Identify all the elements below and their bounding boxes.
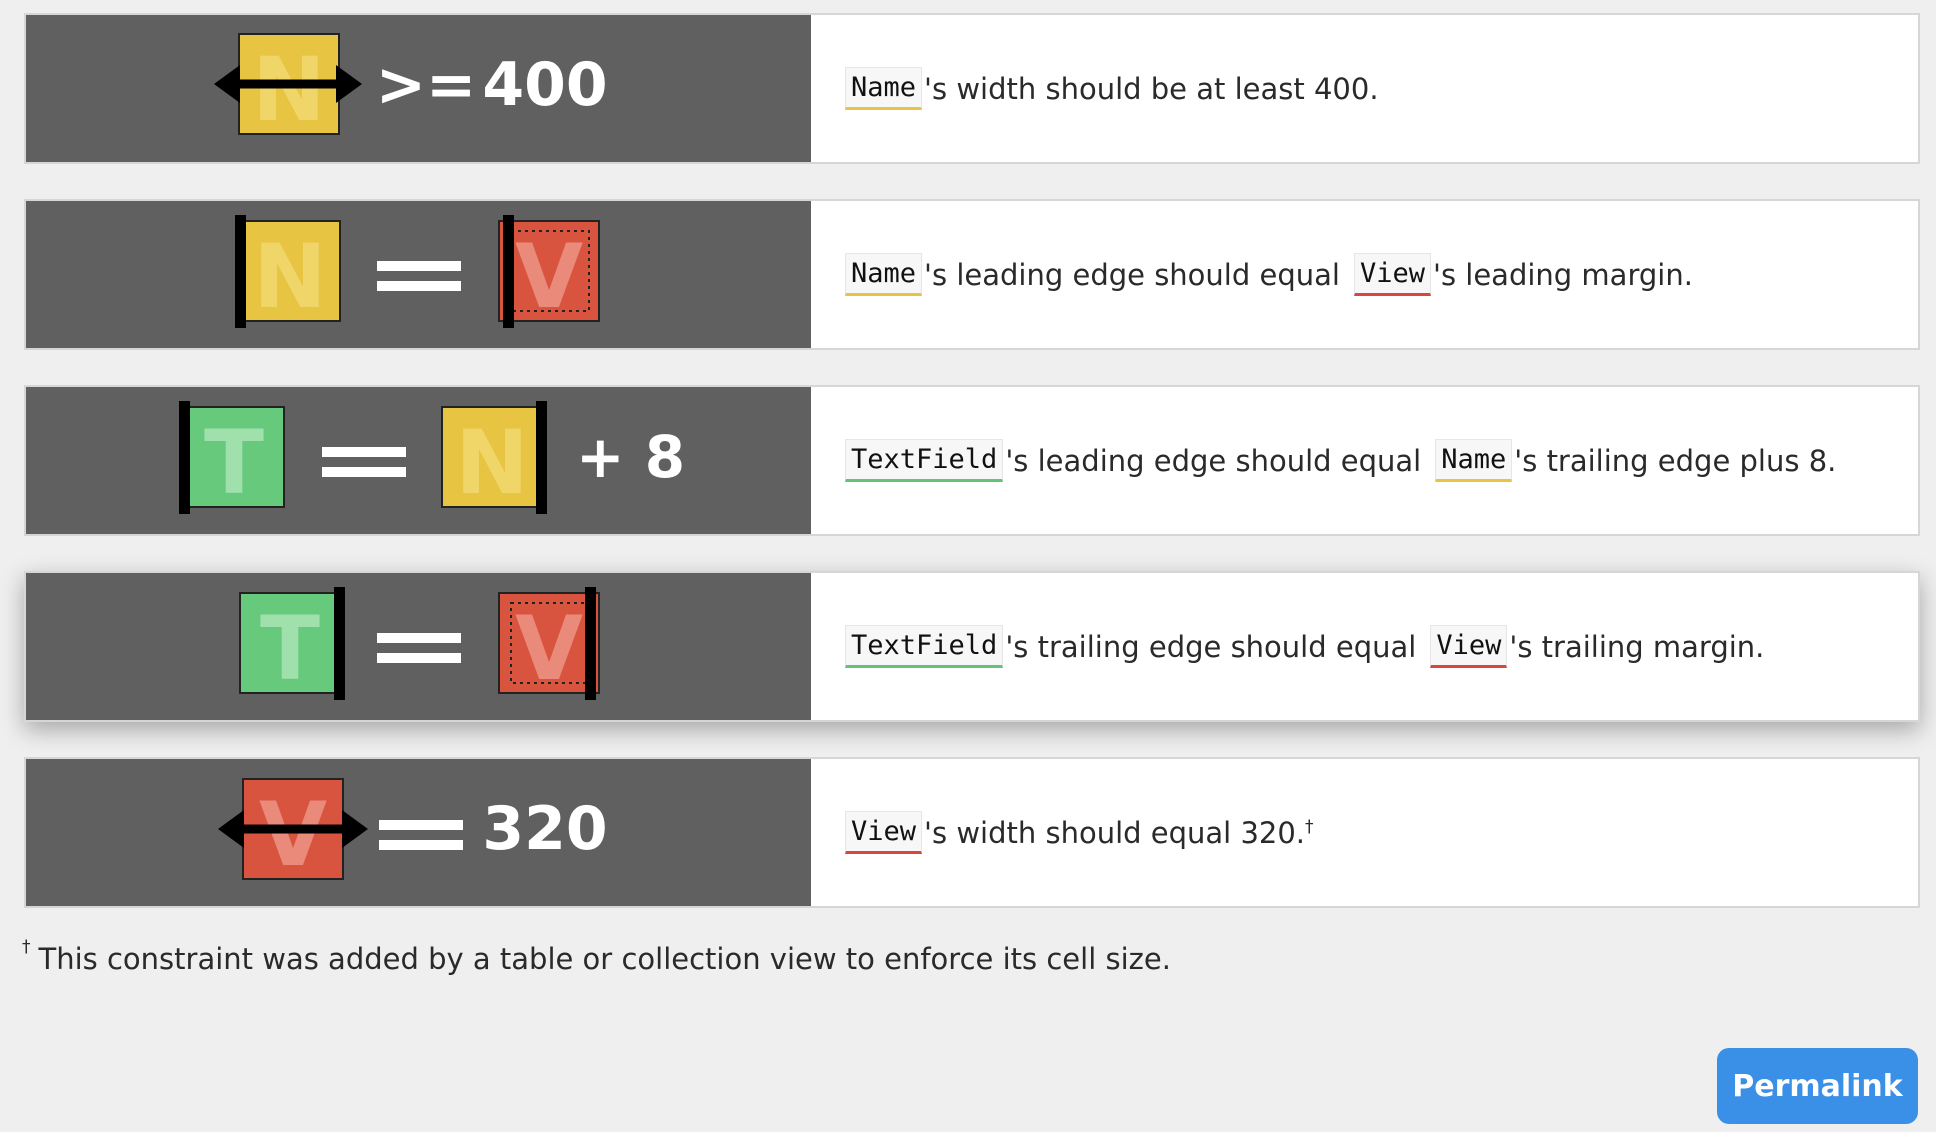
constraint-diagram: T == V <box>239 587 600 714</box>
footnote: † This constraint was added by a table or… <box>22 937 1171 976</box>
constraint-description: Name 's width should be at least 400. <box>811 15 1918 162</box>
leading-edge-marker <box>179 401 190 514</box>
constraint-visual: V == 320 <box>26 759 811 906</box>
constant-suffix: + 8 <box>576 423 685 491</box>
view-box <box>498 220 600 322</box>
margin-guide <box>510 602 590 684</box>
operator-label: == <box>420 898 422 900</box>
leading-edge-marker <box>235 215 246 328</box>
textfield-view-box <box>183 406 285 508</box>
operator-icon <box>377 633 461 663</box>
constraint-description: Name 's leading edge should equal View '… <box>811 201 1918 348</box>
description-text: 's width should be at least 400. <box>924 71 1379 106</box>
right-letter: V <box>515 225 583 328</box>
width-arrow-icon <box>218 810 368 848</box>
permalink-button[interactable]: Permalink <box>1717 1048 1918 1124</box>
constraint-diagram: T == N + 8 <box>179 401 685 528</box>
left-letter: T <box>204 411 264 514</box>
operator-icon <box>379 820 463 850</box>
left-letter: T <box>260 597 320 700</box>
trailing-edge-marker <box>334 587 345 700</box>
item-name-code: Name <box>845 67 923 110</box>
leading-margin-marker <box>503 215 514 328</box>
footnote-marker: † <box>1305 816 1314 837</box>
description-text: 's width should equal 320. <box>924 815 1306 850</box>
item-name-code: Name <box>845 253 923 296</box>
constant-value: 400 <box>482 50 607 120</box>
constraint-diagram: V == 320 <box>218 778 608 900</box>
constant-value: 320 <box>482 794 607 864</box>
right-letter: V <box>515 597 583 700</box>
constraint-visual: N == V <box>26 201 811 348</box>
constraint-row[interactable]: N >= 400 Name 's width should be at leas… <box>24 13 1920 164</box>
description-text: 's trailing edge should equal <box>1005 629 1417 664</box>
constraint-row[interactable]: V == 320 View 's width should equal 320.… <box>24 757 1920 908</box>
description-text: 's trailing edge plus 8. <box>1514 443 1837 478</box>
constraint-list: N >= 400 Name 's width should be at leas… <box>24 13 1920 943</box>
item-view-code: View <box>1430 625 1508 668</box>
view-box <box>498 592 600 694</box>
constraint-visual: T == N + 8 <box>26 387 811 534</box>
right-letter: N <box>455 411 529 514</box>
constraint-description: View 's width should equal 320.† <box>811 759 1918 906</box>
left-letter: N <box>252 38 326 141</box>
trailing-edge-marker <box>536 401 547 514</box>
description-text: 's leading margin. <box>1432 257 1693 292</box>
description-text: 's leading edge should equal <box>924 257 1340 292</box>
width-arrow-icon <box>214 65 362 103</box>
constraint-description: TextField 's leading edge should equal N… <box>811 387 1918 534</box>
constraint-visual: T == V <box>26 573 811 720</box>
footnote-text: This constraint was added by a table or … <box>38 942 1171 976</box>
operator-label: >= <box>376 50 477 120</box>
name-view-box <box>239 220 341 322</box>
footnote-dagger: † <box>22 937 31 958</box>
constraint-row[interactable]: N == V Name 's leading edge should equal… <box>24 199 1920 350</box>
constraint-diagram: N == V <box>235 215 600 342</box>
constraint-visual: N >= 400 <box>26 15 811 162</box>
operator-label: == <box>418 340 420 342</box>
operator-label: == <box>418 712 420 714</box>
operator-icon <box>322 447 406 477</box>
operator-label: == <box>363 526 365 528</box>
item-view-code: View <box>845 811 923 854</box>
left-letter: V <box>259 783 327 886</box>
item-name-code: Name <box>1435 439 1513 482</box>
left-letter: N <box>253 225 327 328</box>
description-text: 's trailing margin. <box>1509 629 1765 664</box>
description-text: 's leading edge should equal <box>1005 443 1422 478</box>
item-view-code: View <box>1353 253 1431 296</box>
item-textfield-code: TextField <box>845 439 1004 482</box>
item-textfield-code: TextField <box>845 625 1004 668</box>
constraint-description: TextField 's trailing edge should equal … <box>811 573 1918 720</box>
constraint-row[interactable]: T == N + 8 TextField 's leading edge sho… <box>24 385 1920 536</box>
constraint-row-highlighted[interactable]: T == V TextField 's trailing edge should… <box>24 571 1920 722</box>
trailing-margin-marker <box>585 587 596 700</box>
constraint-diagram: N >= 400 <box>214 33 608 141</box>
operator-icon <box>377 261 461 291</box>
